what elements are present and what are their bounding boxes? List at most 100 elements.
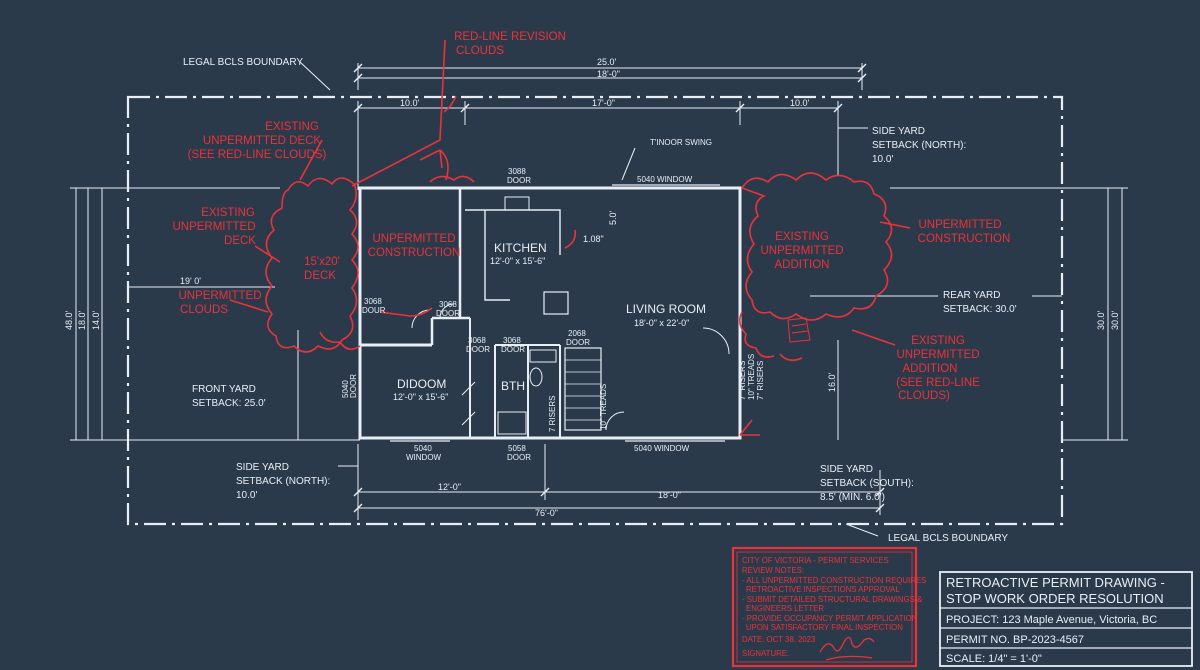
bed-dim: 12'-0" x 15'-6": [393, 392, 448, 402]
title-line-2: STOP WORK ORDER RESOLUTION: [946, 591, 1164, 606]
red-stair: [787, 317, 811, 343]
win-5040-bot-right: 5040 WINDOW: [634, 444, 690, 453]
dimension-ticks: [353, 63, 885, 513]
side-south-1: SIDE YARD: [820, 464, 873, 475]
legal-boundary: [126, 95, 1064, 526]
rear-yard-2: SETBACK: 30.0': [943, 304, 1017, 315]
dim-right-30b: 30.0': [1110, 310, 1120, 330]
red-deck-top-3: (SEE RED-LINE CLOUDS): [188, 149, 327, 161]
title-project: PROJECT: 123 Maple Avenue, Victoria, BC: [946, 614, 1157, 626]
red-deck-top-2: UNPERMITTED DECK: [203, 135, 322, 147]
side-north-top-2: SETBACK (NORTH):: [872, 140, 966, 151]
door-3068-c-1: 3068: [468, 336, 486, 345]
notes-line-1: CITY OF VICTORIA - PERMIT SERVICES: [742, 556, 889, 565]
red-addition-right-4: (SEE RED-LINE: [896, 377, 980, 389]
stair-note-1: 7 RISERS: [548, 396, 557, 432]
stair-note-3: 7" RISERS: [738, 361, 747, 400]
door-2068-1: 2068: [568, 329, 586, 338]
door-3068-c-2: DOOR: [466, 345, 490, 354]
door-3068-b-2: DOOR: [436, 309, 460, 318]
red-addition-right-3: ADDITION: [903, 363, 958, 375]
window-5040-top: 5040 WINDOW: [637, 175, 693, 184]
side-south-3: 8.5' (MIN. 6.0'): [820, 492, 885, 503]
notes-line-8: UPON SATISFACTORY FINAL INSPECTION: [746, 623, 903, 632]
red-deck-left-1: EXISTING: [201, 207, 255, 219]
door-5058-2: DOOR: [507, 453, 531, 462]
deck-cloud: [265, 177, 359, 353]
door-3088-top-2: DOOR: [507, 176, 531, 185]
red-line-clouds: [229, 39, 911, 436]
red-revision-2: CLOUDS: [456, 45, 504, 57]
dim-top-17: 17'-0": [592, 98, 615, 108]
notes-line-6: ENGINEERS LETTER: [746, 604, 824, 613]
red-addition-1: EXISTING: [775, 231, 829, 243]
red-revision-1: RED-LINE REVISION: [454, 31, 566, 43]
door-2068-2: DOOR: [566, 338, 590, 347]
addition-cloud: [740, 172, 893, 321]
notes-line-3: - ALL UNPERMITTED CONSTRUCTION REQUIRES: [742, 576, 926, 585]
door-5058-1: 5058: [508, 444, 526, 453]
door-3068-d-1: 3068: [503, 336, 521, 345]
red-deck-left-3: DECK: [224, 235, 256, 247]
red-unperm-const-1: UNPERMITTED: [372, 233, 455, 245]
red-unperm-const-2: CONSTRUCTION: [368, 247, 461, 259]
side-south-2: SETBACK (SOUTH):: [820, 478, 914, 489]
red-right-const-1: UNPERMITTED: [918, 219, 1001, 231]
door-3068-b-1: 3068: [439, 300, 457, 309]
bed-name: DIDOOM: [397, 377, 446, 391]
kitchen-dim: 12'-0" x 15'-6": [490, 256, 545, 266]
front-yard-2: SETBACK: 25.0': [192, 398, 266, 409]
red-clouds-2: CLOUDS: [180, 304, 228, 316]
door-3068-a-1: 3068: [364, 297, 382, 306]
notes-line-2: REVIEW NOTES:: [742, 566, 804, 575]
city-review-notes: CITY OF VICTORIA - PERMIT SERVICES REVIE…: [731, 546, 926, 668]
living-name: LIVING ROOM: [626, 302, 706, 316]
win-5040-bot-2: WINDOW: [406, 453, 442, 462]
dim-left-18: 18.0': [77, 310, 87, 330]
legal-boundary-top-label: LEGAL BCLS BOUNDARY: [183, 57, 303, 68]
dim-top-25: 25.0': [597, 57, 617, 67]
title-line-1: RETROACTIVE PERMIT DRAWING -: [946, 575, 1165, 590]
rear-yard-1: REAR YARD: [943, 290, 1000, 301]
title-scale: SCALE: 1/4" = 1'-0": [946, 653, 1042, 665]
stair-note-5: 7" RISERS: [756, 361, 765, 400]
signature-scribble: [819, 636, 875, 661]
notes-line-7: - PROVIDE OCCUPANCY PERMIT APPLICATION: [742, 614, 917, 623]
dim-right-30a: 30.0': [1096, 310, 1106, 330]
front-yard-1: FRONT YARD: [192, 384, 256, 395]
door-3068-d-2: DOOR: [501, 345, 525, 354]
dim-left-14: 14.0': [91, 310, 101, 330]
dim-k-50: 5.0': [608, 210, 618, 225]
stair-note-2: 10" TREADS: [599, 384, 608, 430]
side-north-top-3: 10.0': [872, 154, 893, 165]
dim-bot-18: 18'-0": [658, 490, 681, 500]
notes-line-5: - SUBMIT DETAILED STRUCTURAL DRAWINGS &: [742, 595, 923, 604]
dim-bot-12: 12'-0": [438, 482, 461, 492]
dim-k-108: 1.08": [583, 234, 604, 244]
dim-bot-76: 76'-0": [535, 508, 558, 518]
notes-date: DATE: OCT 38, 2023: [742, 635, 815, 644]
dim-top-10b: 10.0': [790, 98, 810, 108]
bath-name: BTH: [501, 379, 525, 393]
legal-boundary-bottom-label: LEGAL BCLS BOUNDARY: [888, 533, 1008, 544]
door-3088-top-1: 3088: [508, 167, 526, 176]
living-dim: 18'-0" x 22'-0": [634, 318, 689, 328]
door-5040-left-1: 5040: [341, 380, 350, 398]
side-north-top-1: SIDE YARD: [872, 126, 925, 137]
red-addition-right-2: UNPERMITTED: [896, 349, 979, 361]
title-block: [939, 571, 1193, 667]
red-addition-3: ADDITION: [775, 259, 830, 271]
dimension-lines: [70, 61, 1128, 537]
red-right-const-2: CONSTRUCTION: [918, 233, 1011, 245]
dim-top-10a: 10.0': [400, 98, 420, 108]
red-clouds-1: UNPERMITTED: [178, 290, 261, 302]
building-walls: [358, 184, 742, 442]
win-5040-bot-1: 5040: [414, 444, 432, 453]
dim-right-16: 16.0': [827, 372, 837, 392]
door-3068-a-2: DOUR: [362, 306, 386, 315]
swing-label: T'INOOR SWING: [650, 138, 712, 147]
red-deck-top-1: EXISTING: [265, 121, 319, 133]
red-addition-right-5: CLOUDS): [898, 390, 950, 402]
side-north-bot-2: SETBACK (NORTH):: [236, 476, 330, 487]
